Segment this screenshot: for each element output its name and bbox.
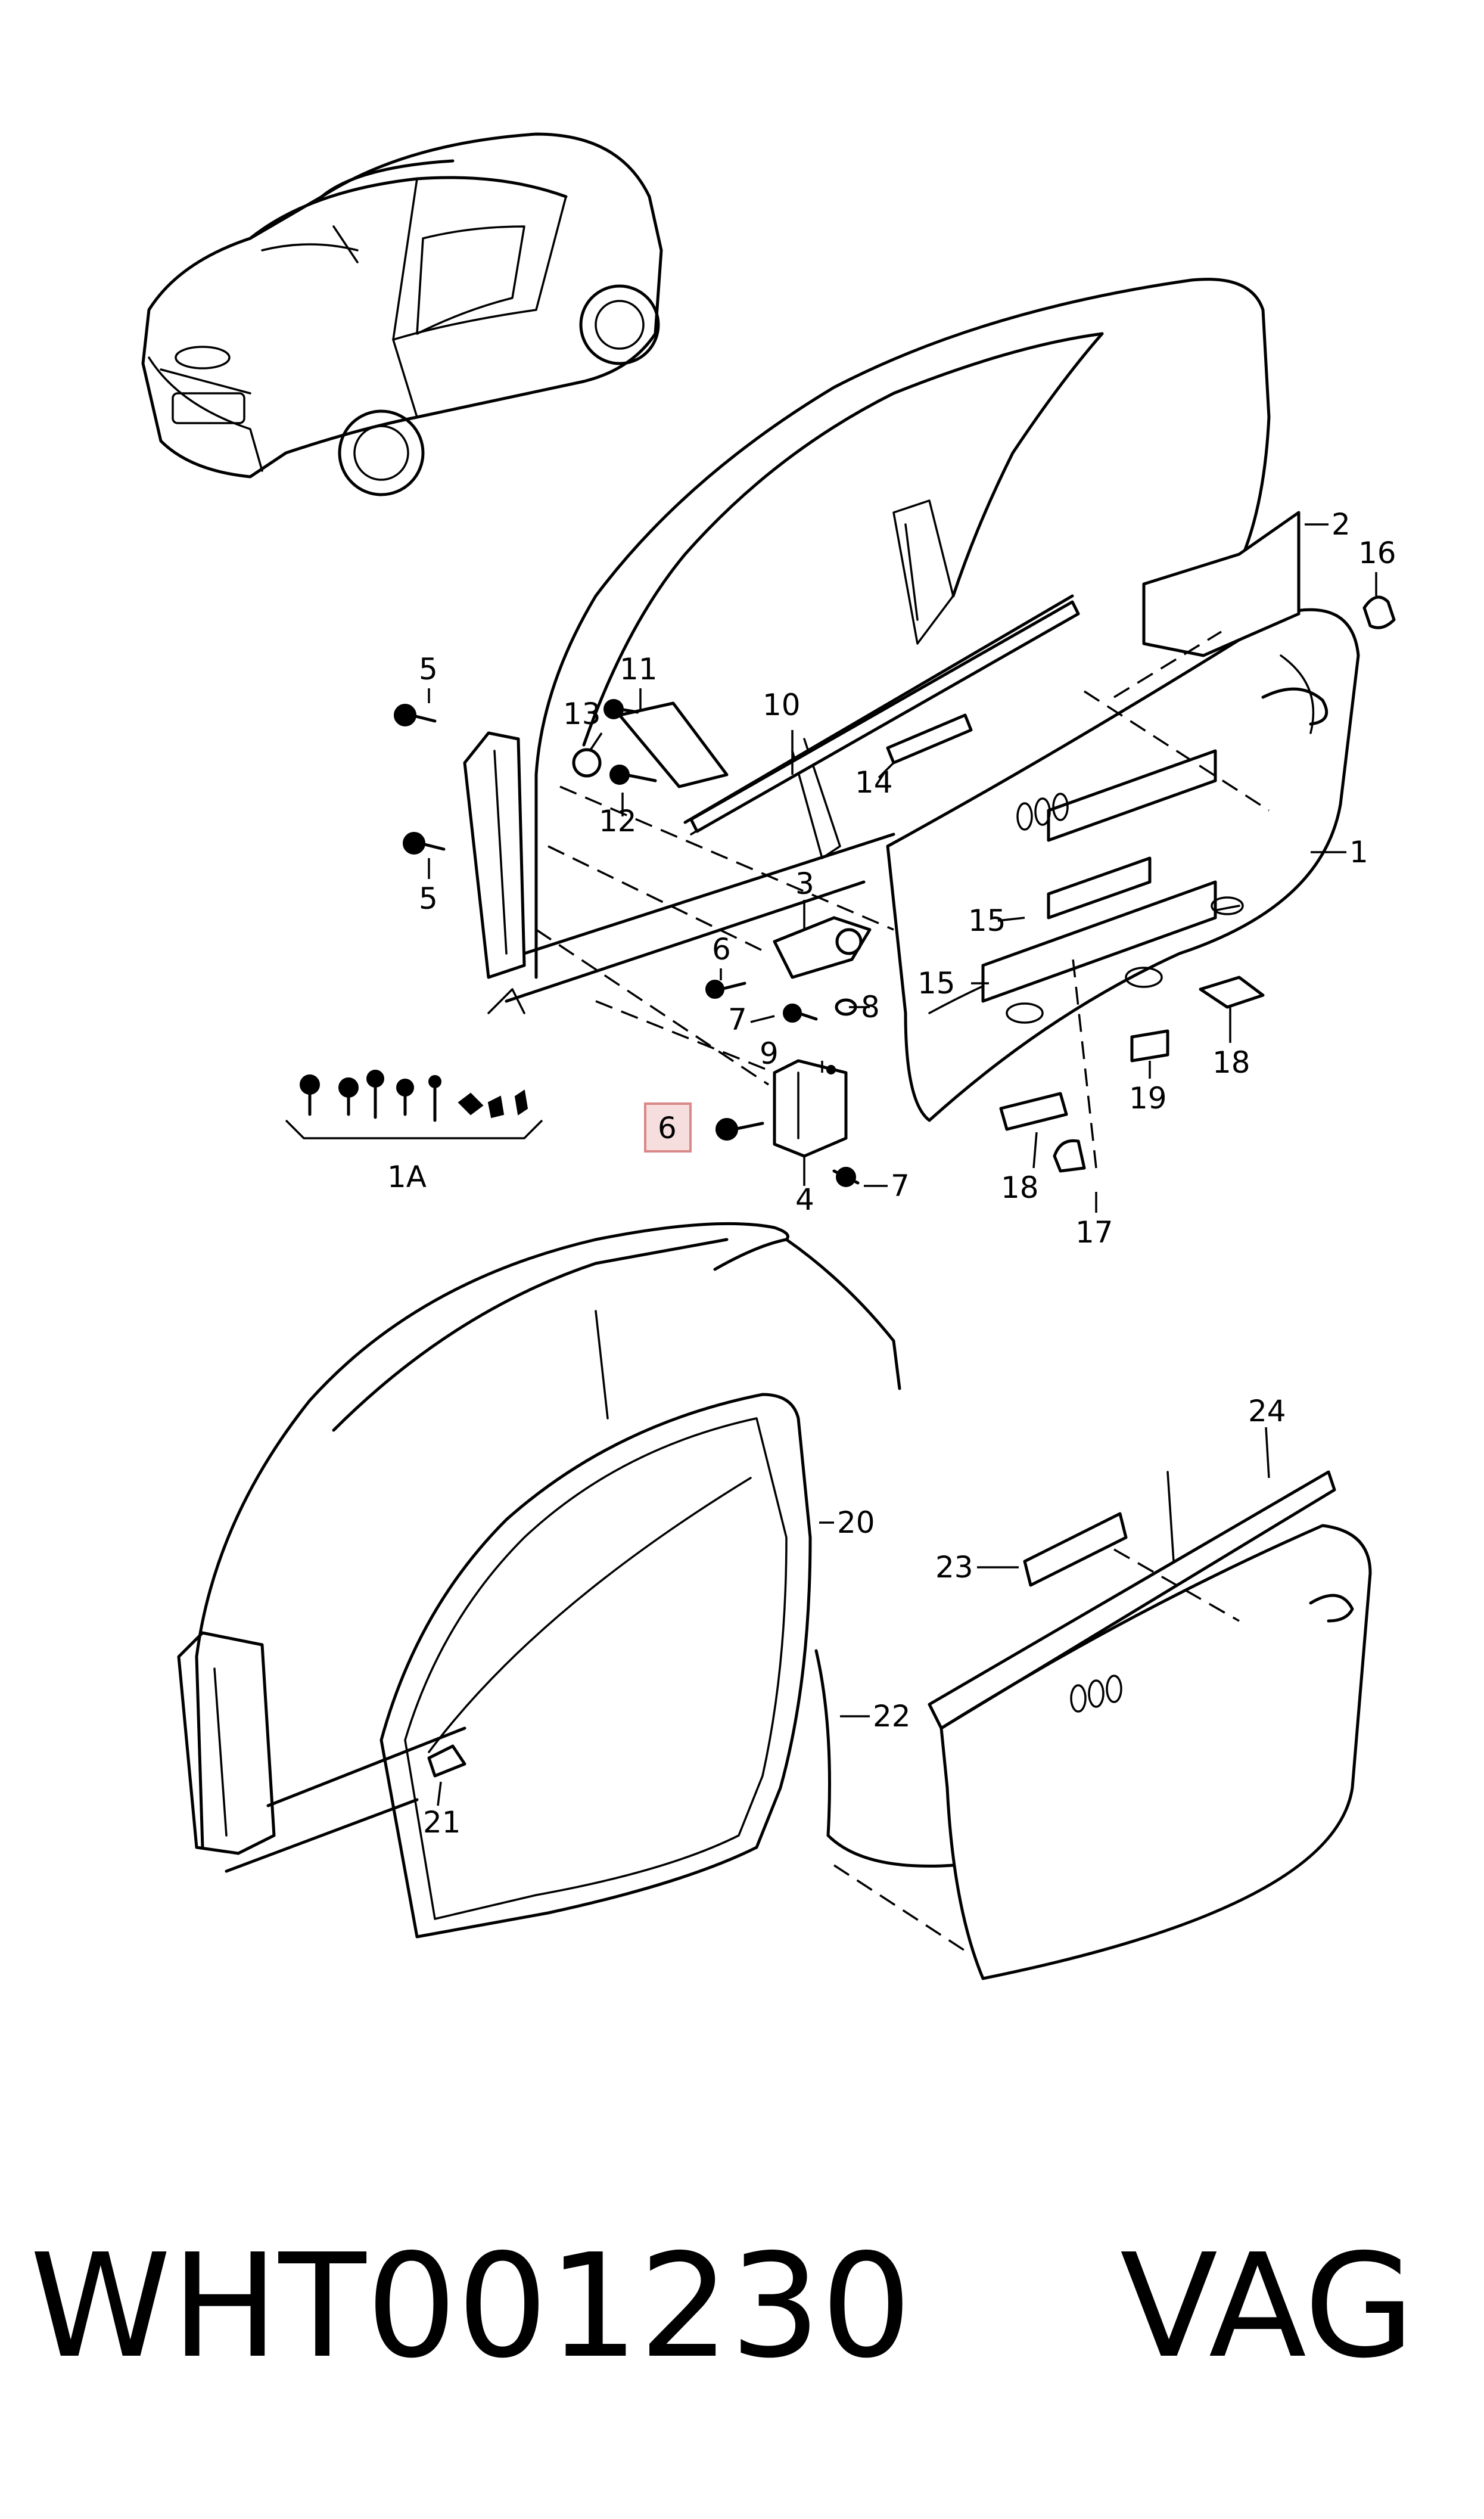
lower-body-side-panel [177, 1222, 901, 1873]
bolts-5 [394, 704, 446, 855]
part-19 [1130, 1029, 1169, 1063]
callout-7-upper: 7 [728, 1002, 747, 1037]
callout-22: 22 [873, 1699, 911, 1734]
callout-19: 19 [1129, 1081, 1167, 1116]
door-shell [886, 608, 1360, 1122]
callout-12: 12 [599, 804, 637, 838]
callout-21: 21 [423, 1805, 461, 1840]
door-lower [928, 1470, 1372, 1980]
callout-10: 10 [763, 688, 801, 722]
part-number: WHT001230 [30, 2223, 912, 2390]
callout-13: 13 [563, 697, 601, 731]
callout-2: 2 [1331, 507, 1351, 542]
callout-7-lower: 7 [891, 1169, 910, 1203]
brand-name: VAG [1120, 2223, 1415, 2390]
hinge-lower-4 [715, 1059, 860, 1187]
bolt-group-11-13 [572, 699, 729, 788]
callout-6-highlighted: 6 [658, 1111, 677, 1145]
upper-body-side-panel [463, 278, 1271, 1014]
callout-18-right: 18 [1212, 1045, 1250, 1080]
part-23-strip [1023, 1512, 1128, 1587]
callout-14: 14 [855, 765, 893, 800]
part-22-seal [814, 1649, 955, 1868]
callout-1: 1 [1349, 835, 1368, 869]
callout-5-lower: 5 [419, 881, 438, 916]
highlight-box [644, 1102, 692, 1153]
part-21-window-seal [427, 1744, 466, 1778]
callout-5-upper: 5 [419, 652, 438, 687]
callout-4: 4 [795, 1182, 814, 1217]
part-18-b [999, 1092, 1068, 1131]
callout-20: 20 [837, 1505, 875, 1540]
upper-dashed-leaders [536, 630, 1270, 1169]
callout-15-lower: 15 [917, 966, 956, 1001]
callout-24: 24 [1248, 1394, 1286, 1428]
part-20-door-seal-inner [404, 1417, 788, 1920]
part-14-guide-rail [886, 713, 973, 765]
part-10-window-guide [689, 600, 1080, 833]
part-16-clip [1362, 595, 1396, 629]
callout-17: 17 [1075, 1215, 1113, 1250]
callout-16: 16 [1358, 536, 1396, 570]
part-2-insulation-block [1142, 511, 1301, 657]
fastener-kit-1A [285, 1070, 543, 1139]
callout-3: 3 [795, 866, 814, 901]
callout-15-upper: 15 [968, 903, 1006, 938]
callout-8: 8 [861, 990, 880, 1024]
callout-leaders [428, 523, 1377, 1806]
part-17 [1053, 1139, 1086, 1173]
callout-18-left: 18 [1001, 1170, 1039, 1205]
callout-labels: 1 2 16 3 4 5 5 6 6 7 7 8 9 10 11 12 13 1… [387, 507, 1396, 1840]
hinge-upper-3 [705, 916, 872, 1023]
callout-1A: 1A [387, 1160, 427, 1194]
car-overview-illustration [141, 132, 663, 496]
part-18-a [1199, 976, 1265, 1009]
callout-9: 9 [760, 1036, 779, 1071]
part-20-door-seal [379, 1393, 812, 1939]
callout-6-upper: 6 [712, 932, 731, 967]
callout-23: 23 [935, 1550, 973, 1585]
callout-11: 11 [620, 652, 658, 687]
